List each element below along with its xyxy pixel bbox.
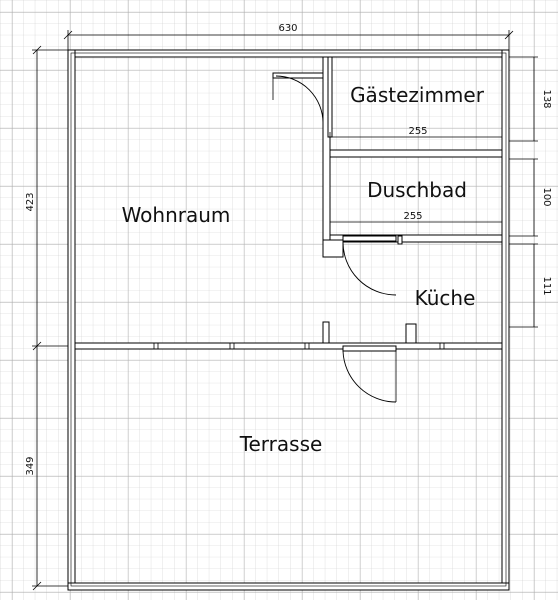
outer-wall-bottom [67, 582, 510, 591]
terrace-door-leaf [342, 345, 397, 352]
dim-label-guest-width: 255 [408, 126, 427, 137]
outer-wall-right [501, 49, 510, 591]
room-label-wohnraum: Wohnraum [122, 203, 231, 227]
partition-stub [322, 321, 330, 344]
terrace-door-arc [342, 350, 397, 403]
room-label-duschbad: Duschbad [367, 178, 467, 202]
wall-bath-kitchen [329, 234, 503, 243]
wohnraum-door-leaf [272, 72, 324, 79]
dim-slash-upper-top [32, 45, 42, 55]
interior-grid-major [75, 57, 503, 583]
kitchen-window-post [405, 323, 417, 344]
outer-wall-top [67, 49, 510, 58]
dim-label-guest-height: 138 [541, 89, 552, 108]
room-label-terrasse: Terrasse [239, 432, 323, 456]
kitchen-door-leaf [342, 235, 397, 242]
terrace-divider-wall [74, 342, 503, 350]
dim-slash-terrace-bottom [32, 581, 42, 591]
dim-label-height-upper: 423 [25, 192, 36, 211]
kitchen-door-arc [342, 240, 397, 296]
wohnraum-door-arc [275, 75, 324, 124]
dim-label-kitchen-height: 111 [541, 276, 552, 295]
room-label-kueche: Küche [415, 286, 476, 310]
outer-wall-left [67, 49, 76, 591]
dim-label-total-width: 630 [278, 23, 297, 34]
dim-label-height-terrace: 349 [25, 456, 36, 475]
dim-label-bath-height: 100 [541, 187, 552, 206]
dim-slash-width-left [63, 30, 73, 40]
kitchen-stub-left [322, 239, 344, 258]
wall-guest-bath [329, 149, 503, 158]
outer-wall-inner-line [70, 52, 507, 587]
dim-label-bath-width: 255 [403, 211, 422, 222]
dim-slash-width-right [504, 30, 514, 40]
room-label-gaestezimmer: Gästezimmer [350, 83, 485, 107]
kitchen-stub-right [397, 235, 403, 245]
partition-wall-lower [327, 56, 333, 138]
